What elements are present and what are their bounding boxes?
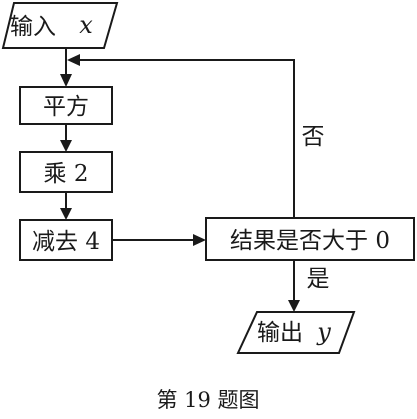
arrow-to-subtract <box>60 208 72 220</box>
square-step-node: 平方 <box>19 86 113 125</box>
multiply-step-label: 乘 2 <box>44 161 89 187</box>
subtract-step-label: 减去 4 <box>32 229 100 255</box>
output-variable: y <box>316 318 331 346</box>
multiply-step-node: 乘 2 <box>19 151 113 193</box>
input-node: 输入 x <box>1 2 119 49</box>
subtract-step-node: 减去 4 <box>19 219 113 261</box>
no-branch-label: 否 <box>302 124 325 150</box>
figure-caption: 第 19 题图 <box>156 388 259 412</box>
input-label: 输入 <box>10 14 56 40</box>
yes-branch-label: 是 <box>307 266 330 292</box>
arrow-to-decision <box>193 234 206 246</box>
arrow-to-output <box>288 300 300 312</box>
decision-label: 结果是否大于 0 <box>230 228 390 254</box>
decision-node: 结果是否大于 0 <box>205 217 415 261</box>
arrow-to-square <box>60 74 72 87</box>
input-variable: x <box>79 11 93 39</box>
square-step-label: 平方 <box>43 94 89 120</box>
output-label: 输出 <box>257 320 303 346</box>
arrow-to-multiply <box>60 140 72 152</box>
loop-back-arrow <box>67 54 80 66</box>
output-node: 输出 y <box>236 311 356 354</box>
loop-back-connector <box>78 59 295 218</box>
